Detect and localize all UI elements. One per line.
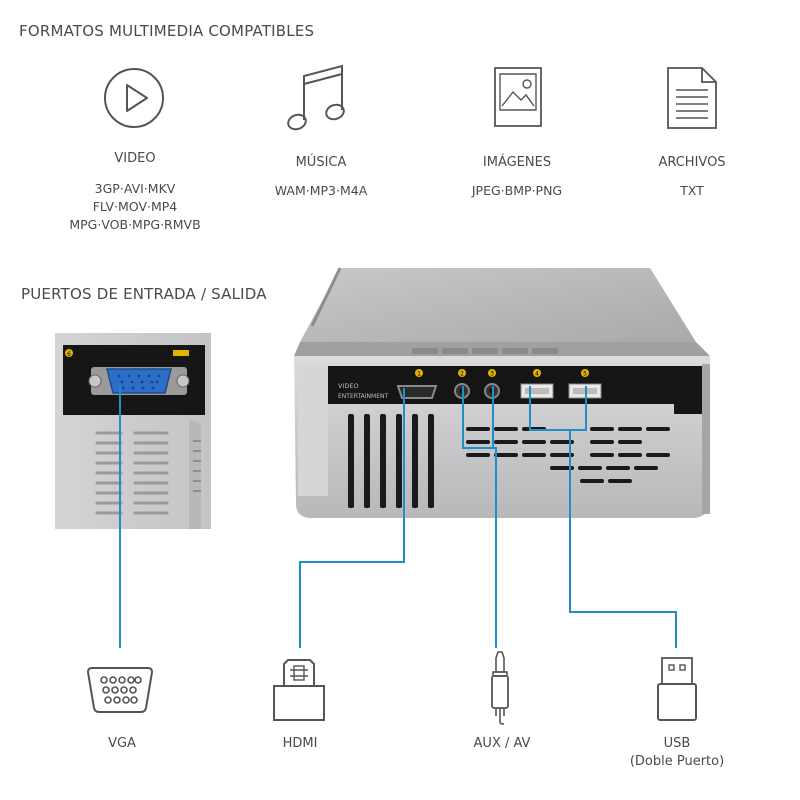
audio-jack-icon [491, 651, 509, 725]
usb-connector-icon [657, 657, 697, 721]
port-number: 2 [460, 371, 464, 378]
text-file-icon [667, 67, 717, 129]
usb-line [529, 386, 677, 648]
video-title: VIDEO [114, 151, 156, 166]
vga-connector-icon [86, 667, 154, 713]
music-title: MÚSICA [295, 155, 347, 170]
play-circle-icon [104, 68, 164, 128]
images-title: IMÁGENES [482, 155, 552, 170]
format-line: JPEG·BMP·PNG [471, 183, 563, 198]
format-line: FLV·MOV·MP4 [92, 199, 178, 214]
usb-sublabel: (Doble Puerto) [629, 754, 725, 769]
image-file-icon [494, 67, 542, 127]
usb-label: USB (Doble Puerto) [597, 735, 757, 771]
aux-av-label: AUX / AV [473, 736, 531, 751]
panel-label-video: VIDEO [338, 382, 359, 390]
hdmi-label: HDMI [282, 736, 318, 751]
music-note-icon [287, 64, 345, 131]
panel-label-entertainment: ENTERTAINMENT [338, 393, 388, 400]
port-number: 4 [535, 371, 539, 378]
vga-label: VGA [108, 736, 136, 751]
vga-side-panel: 6 [55, 333, 211, 529]
port-number: 5 [583, 371, 587, 378]
files-formats: TXT [602, 182, 782, 200]
ports-heading: PUERTOS DE ENTRADA / SALIDA [21, 285, 267, 303]
aux-av-line [462, 386, 497, 648]
port-number: 3 [490, 371, 494, 378]
formats-heading: FORMATOS MULTIMEDIA COMPATIBLES [19, 22, 315, 40]
music-formats: WAM·MP3·M4A [231, 182, 411, 200]
usb-label-text: USB [663, 736, 691, 751]
video-formats: 3GP·AVI·MKV FLV·MOV·MP4 MPG·VOB·MPG·RMVB [45, 180, 225, 234]
files-title: ARCHIVOS [658, 155, 726, 170]
images-formats: JPEG·BMP·PNG [427, 182, 607, 200]
hdmi-connector-icon [273, 659, 325, 721]
format-line: 3GP·AVI·MKV [94, 181, 176, 196]
format-line: WAM·MP3·M4A [274, 183, 368, 198]
port-number: 1 [417, 371, 421, 378]
format-line: TXT [680, 183, 704, 198]
hdmi-line [299, 388, 405, 648]
side-port-number: 6 [67, 351, 71, 358]
format-line: MPG·VOB·MPG·RMVB [69, 217, 201, 232]
